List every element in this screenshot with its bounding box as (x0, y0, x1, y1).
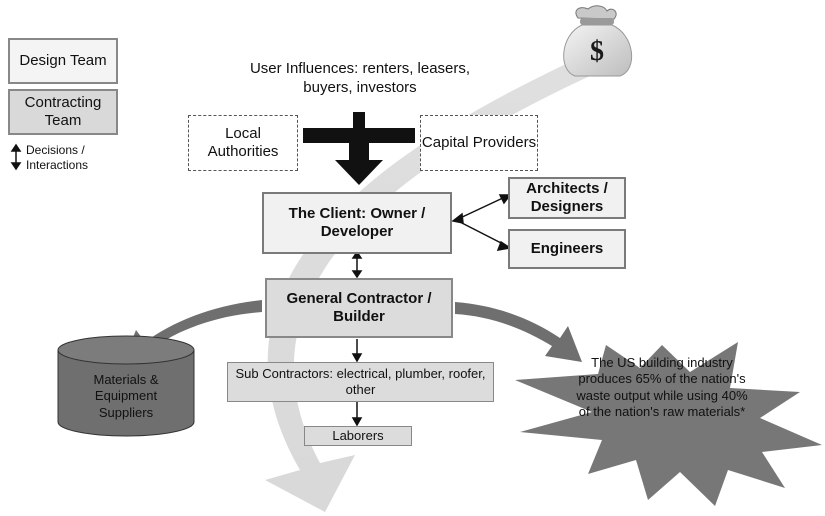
decision-arrows (10, 143, 512, 427)
influence-arrow (303, 112, 415, 185)
architects-box: Architects / Designers (508, 177, 626, 219)
money-bag-icon: $ (563, 5, 633, 77)
architects-label: Architects / Designers (526, 180, 608, 215)
sub-contractors-box: Sub Contractors: electrical, plumber, ro… (227, 362, 494, 402)
dollar-sign: $ (590, 36, 604, 67)
general-contractor-label: General Contractor / Builder (286, 290, 432, 325)
capital-providers-box: Capital Providers (420, 115, 538, 171)
legend-contracting-team-label: Contracting Team (24, 94, 102, 129)
materials-cylinder (57, 335, 195, 437)
local-authorities-box: Local Authorities (188, 115, 298, 171)
general-contractor-box: General Contractor / Builder (265, 278, 453, 338)
waste-burst-text: The US building industry produces 65% of… (576, 355, 748, 419)
laborers-box: Laborers (304, 426, 412, 446)
materials-flow-arrow (122, 300, 262, 365)
user-influences-label: User Influences: renters, leasers, buyer… (249, 60, 471, 96)
client-label: The Client: Owner / Developer (288, 205, 426, 240)
legend-design-team-label: Design Team (19, 52, 107, 69)
legend-decisions-label: Decisions / Interactions (26, 143, 89, 172)
waste-flow-arrow (455, 302, 582, 362)
materials-label: Materials & Equipment Suppliers (93, 372, 159, 420)
waste-burst (515, 342, 822, 506)
engineers-label: Engineers (530, 240, 604, 257)
sub-contractors-label: Sub Contractors: electrical, plumber, ro… (235, 366, 486, 397)
legend-contracting-team: Contracting Team (8, 89, 118, 135)
capital-providers-label: Capital Providers (421, 134, 537, 151)
client-box: The Client: Owner / Developer (262, 192, 452, 254)
legend-design-team: Design Team (8, 38, 118, 84)
engineers-box: Engineers (508, 229, 626, 269)
laborers-label: Laborers (332, 428, 384, 444)
local-authorities-label: Local Authorities (207, 125, 279, 160)
